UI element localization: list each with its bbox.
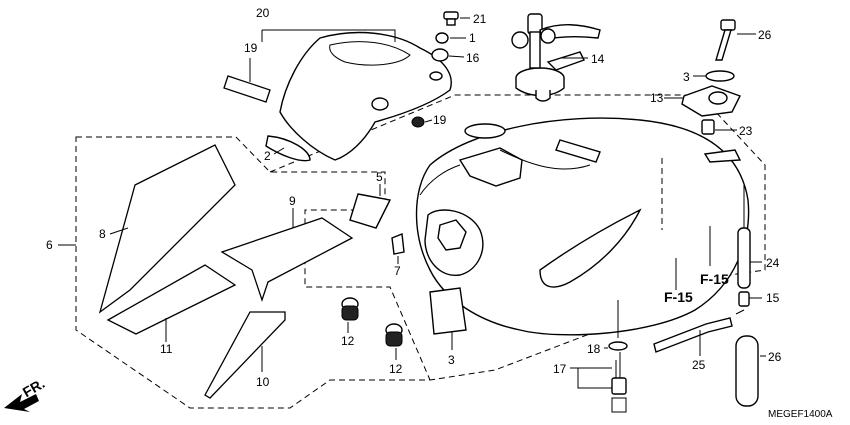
part-label: 8 xyxy=(99,227,106,241)
fuel-filler-cap xyxy=(511,13,601,102)
o-ring xyxy=(608,341,628,351)
direction-label: FR. xyxy=(20,375,48,400)
part-label: 24 xyxy=(766,256,780,270)
caution-label xyxy=(429,287,467,335)
part-label: 3 xyxy=(448,353,455,367)
part-label: 13 xyxy=(650,91,664,105)
part-label: 17 xyxy=(553,362,567,376)
damper-rubber-a xyxy=(341,297,359,321)
part-label: 7 xyxy=(394,264,401,278)
part-label: 14 xyxy=(591,52,605,66)
insulator-10 xyxy=(204,311,286,399)
tube-clip xyxy=(738,291,750,307)
part-label: 12 xyxy=(389,362,403,376)
leader-8 xyxy=(109,227,129,235)
part-label: 5 xyxy=(376,170,383,184)
direction-arrow-icon xyxy=(4,394,39,412)
insulator-8 xyxy=(98,144,236,314)
emblem-strip xyxy=(223,75,271,103)
part-label: 11 xyxy=(160,342,173,356)
leader-15 xyxy=(735,297,762,315)
part-label: 25 xyxy=(692,358,706,372)
part-label: 18 xyxy=(587,342,601,356)
leader-19 xyxy=(424,119,433,123)
leader-21 xyxy=(261,29,396,42)
ref-label: F-15 xyxy=(664,289,693,305)
screw-bolt xyxy=(443,11,459,26)
part-label: 26 xyxy=(758,28,772,42)
tank-top-cover xyxy=(279,31,452,161)
part-label: 15 xyxy=(766,291,780,305)
leader-16 xyxy=(448,55,465,58)
part-label: 10 xyxy=(256,375,270,389)
leader-2 xyxy=(273,147,285,155)
part-label: 21 xyxy=(473,12,487,26)
part-label: 19 xyxy=(433,113,447,127)
overflow-tube xyxy=(735,335,759,407)
washer xyxy=(705,70,735,82)
damper-rubber-b xyxy=(385,323,403,347)
part-label: 26 xyxy=(768,350,782,364)
part-label: 3 xyxy=(683,70,690,84)
grommet xyxy=(431,48,449,62)
part-label: 19 xyxy=(244,41,258,55)
breather-tube xyxy=(737,227,751,289)
drain-tube xyxy=(653,317,733,353)
fuel-level-sensor xyxy=(611,352,627,413)
part-label: 6 xyxy=(46,238,53,252)
assembly-boundary-left xyxy=(75,136,431,409)
plug-cap xyxy=(411,116,425,128)
fuel-tank xyxy=(415,117,750,336)
part-label: 23 xyxy=(739,124,753,138)
part-label: 1 xyxy=(469,31,476,45)
ref-label: F-15 xyxy=(700,271,729,287)
long-bolt xyxy=(715,19,736,61)
part-label: 12 xyxy=(341,334,355,348)
mounting-bracket xyxy=(681,85,741,117)
part-label: 20 xyxy=(256,6,270,20)
collar xyxy=(435,32,449,44)
part-label: 2 xyxy=(264,149,271,163)
rubber-pad xyxy=(265,135,311,162)
pad-7 xyxy=(391,233,405,255)
insulator-11 xyxy=(106,264,237,335)
part-label: 16 xyxy=(466,51,480,65)
insulator-9 xyxy=(220,217,354,303)
part-label: 9 xyxy=(289,194,296,208)
spacer-collar xyxy=(701,119,715,135)
diagram-code: MEGEF1400A xyxy=(768,409,833,420)
pad-5 xyxy=(349,193,392,229)
leader-17 xyxy=(570,367,612,389)
